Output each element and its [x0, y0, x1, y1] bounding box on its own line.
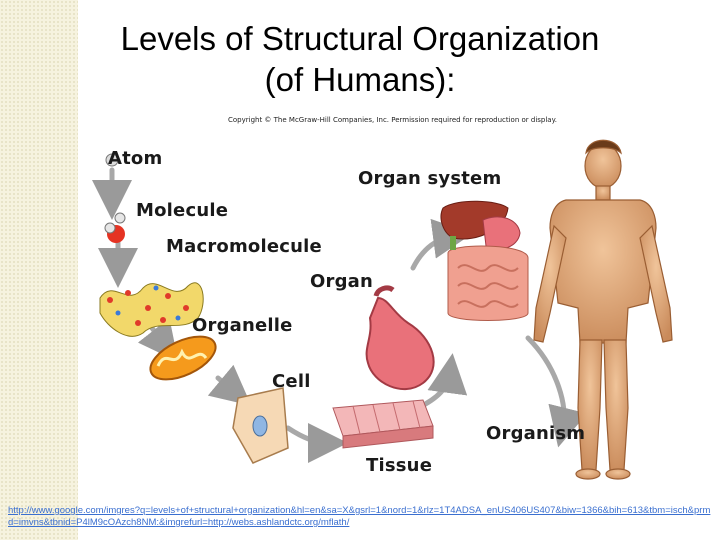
organ-illustration	[365, 285, 435, 390]
organism-illustration	[533, 139, 673, 480]
organization-levels-figure: Copyright © The McGraw-Hill Companies, I…	[88, 108, 720, 490]
slide-title-line-2: (of Humans):	[264, 61, 456, 98]
label-organelle: Organelle	[192, 315, 293, 336]
slide-title: Levels of Structural Organization (of Hu…	[60, 18, 660, 100]
atom-illustration	[105, 153, 119, 167]
label-cell: Cell	[272, 371, 311, 392]
label-organ: Organ	[310, 271, 374, 292]
molecule-illustration	[104, 212, 126, 243]
source-link[interactable]: http://www.google.com/imgres?q=levels+of…	[8, 505, 711, 528]
macromolecule-illustration	[99, 282, 204, 337]
copyright-notice: Copyright © The McGraw-Hill Companies, I…	[228, 116, 557, 124]
label-molecule: Molecule	[136, 200, 229, 221]
label-tissue: Tissue	[366, 455, 433, 476]
slide-title-line-1: Levels of Structural Organization	[120, 20, 600, 57]
label-organ-system: Organ system	[358, 168, 502, 189]
label-atom: Atom	[108, 148, 163, 169]
tissue-illustration	[332, 399, 434, 449]
cell-illustration	[232, 387, 289, 464]
organelle-illustration	[149, 335, 217, 381]
organ-system-illustration	[440, 200, 529, 321]
decorative-side-strip	[0, 0, 78, 540]
label-macromolecule: Macromolecule	[166, 236, 322, 257]
figure-illustration	[92, 139, 673, 480]
label-organism: Organism	[486, 423, 586, 444]
